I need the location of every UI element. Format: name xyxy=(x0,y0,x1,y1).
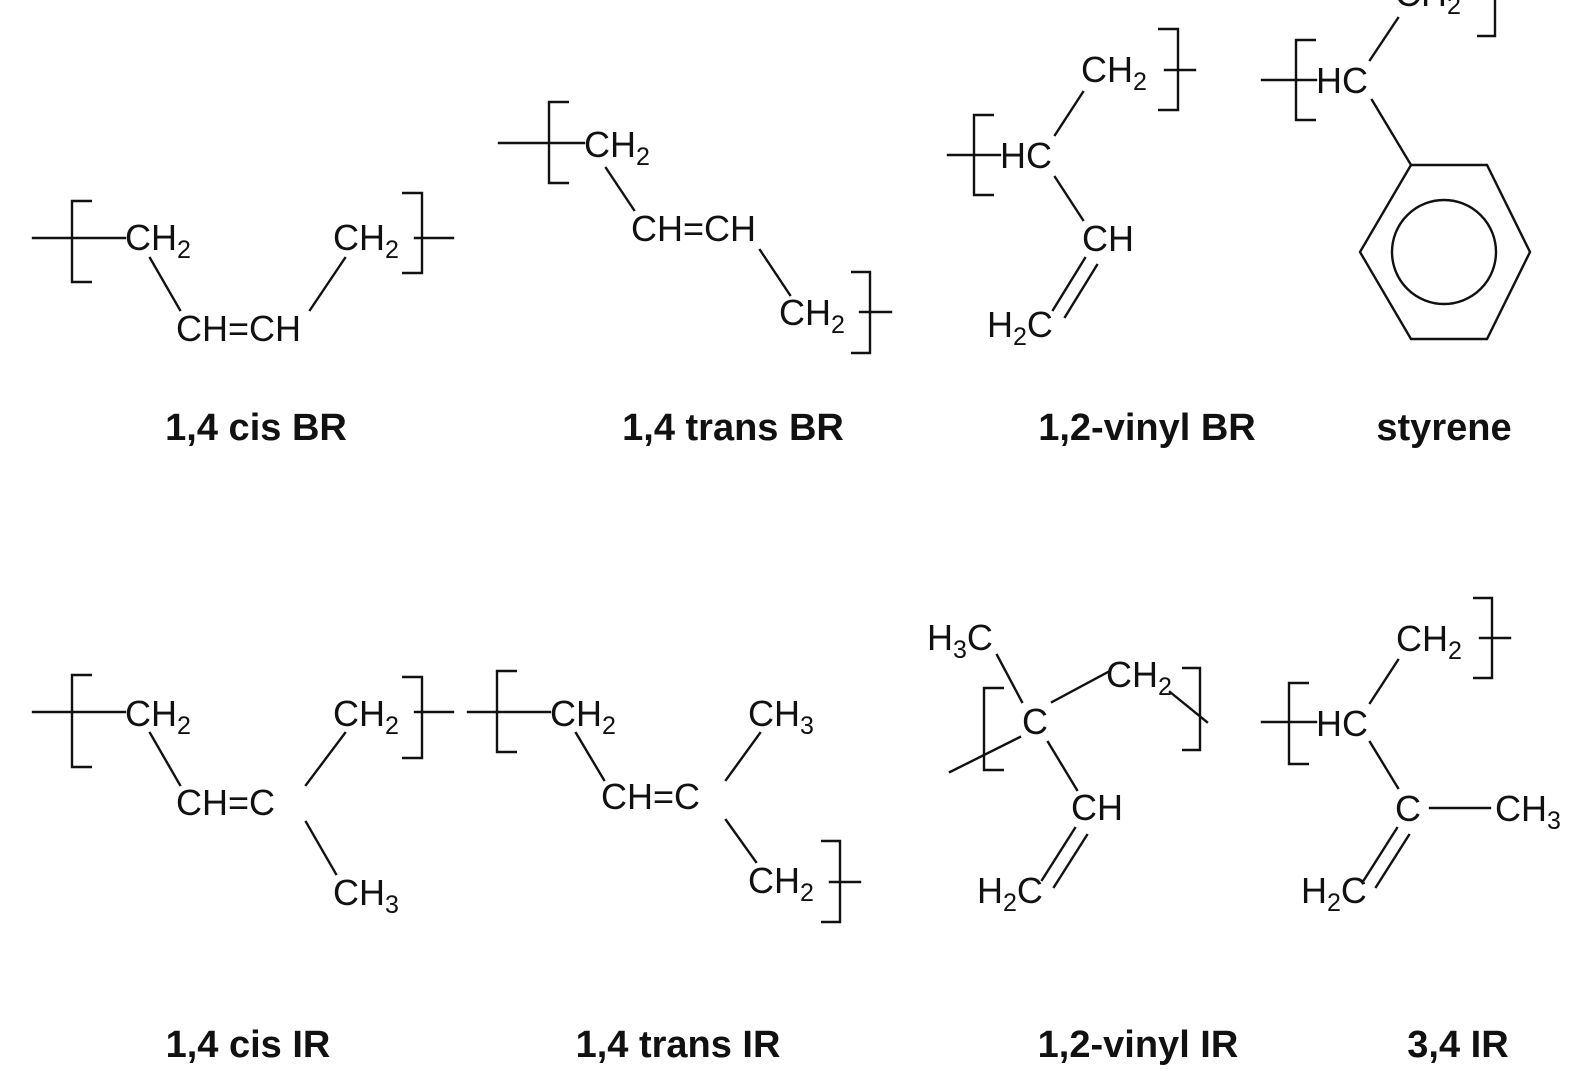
caption-cis-br: 1,4 cis BR xyxy=(165,407,347,449)
double-bond-a xyxy=(1362,826,1399,882)
atom-ch2-left: CH2 xyxy=(125,693,191,740)
repeat-bracket-left xyxy=(1294,38,1316,122)
atom-h3c: H3C xyxy=(927,617,993,664)
trans-br-bonds xyxy=(497,141,893,314)
repeat-bracket-right xyxy=(402,675,424,760)
bond-c-ch3 xyxy=(724,731,762,782)
structure-vinyl-ir: H3C CH2 C CH H2C 1,2-vinyl IR xyxy=(927,617,1238,1066)
benzene-ring xyxy=(1358,163,1532,341)
caption-trans-ir: 1,4 trans IR xyxy=(576,1024,781,1066)
structure-cis-ir: CH2 CH2 CH=C CH3 1,4 cis IR xyxy=(31,673,455,1066)
repeat-bracket-left xyxy=(70,673,92,769)
atom-c: C xyxy=(1022,701,1048,742)
repeat-bracket-left xyxy=(972,113,994,197)
bond-ch-ch2 xyxy=(308,256,347,312)
structure-trans-ir: CH2 CH3 CH=C CH2 1,4 trans IR xyxy=(466,669,862,1066)
atom-hc: HC xyxy=(1000,135,1052,176)
repeat-bracket-right xyxy=(1158,27,1180,112)
atom-ch2-bottom: CH2 xyxy=(779,292,845,339)
double-bond-b xyxy=(1374,833,1411,889)
atom-ch3: CH3 xyxy=(748,693,814,740)
bond-c-ch2 xyxy=(724,818,758,864)
structure-cis-br: CH2 CH2 CH=CH 1,4 cis BR xyxy=(31,191,455,449)
caption-styrene: styrene xyxy=(1376,407,1511,449)
styrene-bonds xyxy=(1260,16,1532,341)
structure-styrene: CH2 HC styrene xyxy=(1260,0,1532,449)
bond-ch2-ch xyxy=(574,731,606,782)
chain-bond-right xyxy=(1168,690,1209,724)
repeat-bracket-right xyxy=(1182,666,1202,752)
repeat-bracket-right xyxy=(1473,596,1494,680)
atom-ch: CH xyxy=(1071,787,1123,828)
atom-ch2-right: CH2 xyxy=(333,693,399,740)
bond-c-ch2 xyxy=(304,731,347,787)
double-bond-a xyxy=(1040,826,1077,882)
atom-ch2-top: CH2 xyxy=(1395,0,1461,20)
bond-h3c-c xyxy=(995,653,1024,704)
atom-hc: HC xyxy=(1316,60,1368,101)
repeat-bracket-right xyxy=(821,839,842,924)
repeat-bracket-left xyxy=(1287,681,1309,766)
bond-hc-ring xyxy=(1370,98,1413,167)
bond-c-ch3 xyxy=(304,820,338,876)
bond-c-ch xyxy=(1046,740,1079,792)
atom-ch2-bottom: CH2 xyxy=(748,860,814,907)
structure-ir-34: CH2 HC C CH3 H2C 3,4 IR xyxy=(1260,596,1561,1066)
double-bond-b xyxy=(1052,833,1089,889)
bond-ch2-ch xyxy=(148,731,182,787)
caption-vinyl-ir: 1,2-vinyl IR xyxy=(1038,1024,1239,1066)
atom-ch2: CH2 xyxy=(1106,654,1172,701)
atom-ch2-top: CH2 xyxy=(1396,618,1462,665)
caption-vinyl-br: 1,2-vinyl BR xyxy=(1038,407,1256,449)
repeat-bracket-right xyxy=(1477,0,1497,38)
bond-hc-ch2 xyxy=(1053,90,1085,137)
atom-ch2-left: CH2 xyxy=(550,693,616,740)
repeat-bracket-right xyxy=(851,270,872,355)
caption-cis-ir: 1,4 cis IR xyxy=(166,1024,331,1066)
atom-ch3: CH3 xyxy=(1495,788,1561,835)
atom-ch-eq-c: CH=C xyxy=(176,782,275,823)
atom-ch-eq-ch: CH=CH xyxy=(176,308,301,349)
atom-h2c: H2C xyxy=(1301,870,1367,917)
atom-ch-eq-ch: CH=CH xyxy=(631,208,756,249)
atom-ch2-left: CH2 xyxy=(125,217,191,264)
atom-ch2-right: CH2 xyxy=(333,217,399,264)
atom-h2c: H2C xyxy=(977,870,1043,917)
vinyl-br-bonds xyxy=(946,68,1197,319)
double-bond-b xyxy=(1063,263,1099,319)
atom-hc: HC xyxy=(1316,703,1368,744)
bond-hc-ch2 xyxy=(1368,16,1400,62)
atom-ch-eq-c: CH=C xyxy=(601,776,700,817)
repeat-bracket-left xyxy=(982,686,1004,772)
atom-ch2-top: CH2 xyxy=(1081,49,1147,96)
ir-34-bonds xyxy=(1260,636,1512,889)
benzene-aromatic-circle xyxy=(1390,198,1498,306)
bond-ch-ch2 xyxy=(758,248,792,297)
atom-c: C xyxy=(1395,788,1421,829)
caption-trans-br: 1,4 trans BR xyxy=(622,407,844,449)
atom-h2c: H2C xyxy=(987,304,1053,351)
structure-trans-br: CH2 CH=CH CH2 1,4 trans BR xyxy=(497,100,893,449)
repeat-bracket-left xyxy=(495,669,517,754)
trans-ir-bonds xyxy=(466,710,862,884)
structure-vinyl-br: CH2 HC CH H2C 1,2-vinyl BR xyxy=(946,27,1256,449)
repeat-bracket-left xyxy=(70,199,92,284)
bond-ch2-ch xyxy=(604,166,636,212)
caption-ir-34: 3,4 IR xyxy=(1407,1024,1508,1066)
bond-hc-c xyxy=(1368,740,1400,790)
double-bond-a xyxy=(1051,256,1087,312)
bond-hc-ch2 xyxy=(1368,658,1400,705)
bond-ch2-ch xyxy=(148,256,182,312)
atom-ch: CH xyxy=(1082,218,1134,259)
atom-ch2-top: CH2 xyxy=(584,124,650,171)
bond-c-ch2 xyxy=(1050,670,1110,704)
atom-ch3: CH3 xyxy=(333,872,399,919)
repeat-bracket-right xyxy=(402,191,424,275)
repeat-bracket-left xyxy=(547,100,569,185)
bond-hc-ch xyxy=(1053,175,1085,222)
